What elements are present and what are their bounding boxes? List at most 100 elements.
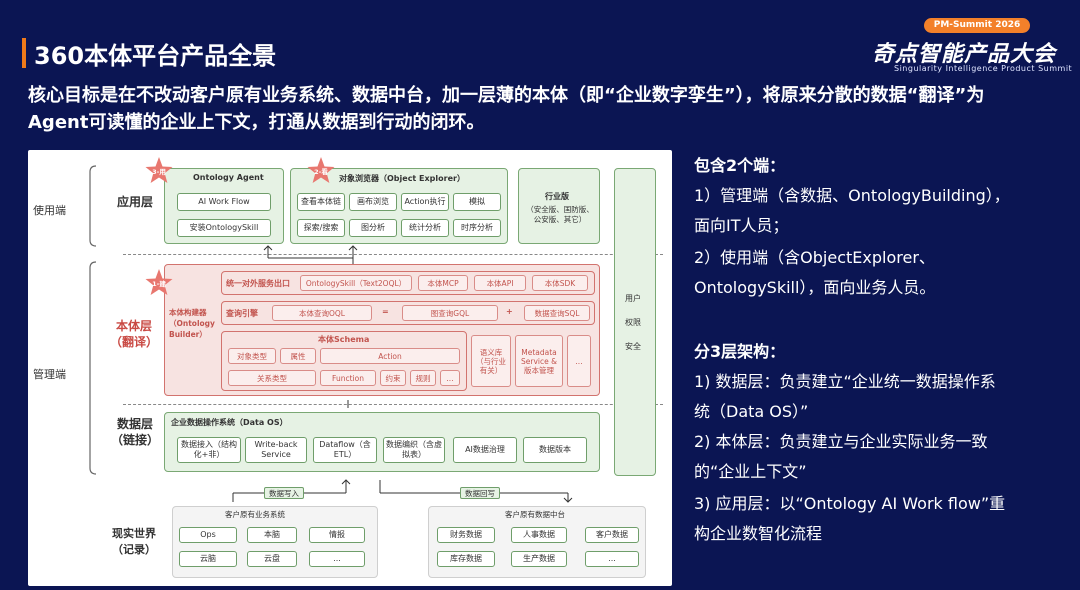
- query-operator: +: [506, 307, 513, 316]
- schema-item: Action: [320, 348, 460, 364]
- arch-line: 构企业数智化流程: [694, 524, 823, 543]
- explorer-item: 图分析: [349, 219, 397, 237]
- event-badge: PM-Summit 2026: [924, 18, 1030, 33]
- dc-item: 生产数据: [511, 551, 567, 567]
- data-center-box: 客户原有数据中台 财务数据 人事数据 客户数据 库存数据 生产数据 ...: [428, 506, 646, 578]
- star-label: 3-用: [152, 168, 166, 176]
- explorer-item: 画布浏览: [349, 193, 397, 211]
- data-layer-label: 数据层 （链接）: [110, 416, 160, 448]
- page-title: 360本体平台产品全景: [34, 42, 277, 70]
- query-engine-box: 查询引擎 本体查询OQL = 图查询GQL + 数据查询SQL: [221, 301, 595, 325]
- data-os-item: 数据编织（含虚拟表）: [383, 437, 445, 463]
- ontology-layer-box: 本体构建器（Ontology Builder） 统一对外服务出口 Ontolog…: [164, 264, 600, 396]
- query-operator: =: [382, 307, 389, 316]
- biz-item: 云盘: [247, 551, 297, 567]
- star-badge-use: 3-用: [144, 156, 174, 186]
- dc-item: 人事数据: [511, 527, 567, 543]
- dc-item: 库存数据: [437, 551, 495, 567]
- side-label-admin: 管理端: [33, 368, 66, 381]
- ends-line: 1）管理端（含数据、OntologyBuilding），: [694, 186, 1010, 205]
- agent-item: 安装OntologySkill: [177, 219, 271, 237]
- schema-box: 本体Schema 对象类型 属性 Action 关系类型 Function 约束…: [221, 331, 467, 391]
- ontology-layer-sub: （翻译）: [109, 335, 158, 349]
- dc-title: 客户原有数据中台: [505, 510, 565, 519]
- schema-item: 属性: [280, 348, 316, 364]
- real-world-sub: （记录）: [112, 543, 156, 556]
- explorer-item: 模拟: [453, 193, 501, 211]
- explorer-title: 对象浏览器（Object Explorer）: [339, 174, 465, 183]
- ends-line: OntologySkill），面向业务人员。: [694, 278, 936, 297]
- explorer-item: Action执行: [401, 193, 449, 211]
- unified-service-box: 统一对外服务出口 OntologySkill（Text2OQL） 本体MCP 本…: [221, 271, 595, 295]
- real-world-label: 现实世界 （记录）: [104, 526, 164, 558]
- star-label: 2-看: [314, 168, 328, 176]
- intro-paragraph: 核心目标是在不改动客户原有业务系统、数据中台，加一层薄的本体（即“企业数字孪生”…: [28, 85, 985, 133]
- data-os-item: Write-back Service: [245, 437, 307, 463]
- ontology-agent-box: Ontology Agent AI Work Flow 安装OntologySk…: [164, 168, 284, 244]
- biz-item: ...: [309, 551, 365, 567]
- schema-item: Function: [320, 370, 376, 386]
- schema-title: 本体Schema: [318, 335, 370, 344]
- arch-line: 2) 本体层：负责建立与企业实际业务一致: [694, 432, 988, 451]
- summit-logo: 奇点智能产品大会: [872, 42, 1057, 67]
- side-panel-item: 权限: [625, 318, 641, 327]
- arch-line: 统（Data OS）”: [694, 402, 809, 421]
- biz-item: 情报: [309, 527, 365, 543]
- unified-item: 本体API: [474, 275, 526, 291]
- ontology-ellipsis-box: ...: [567, 335, 591, 387]
- side-panel-item: 用户: [625, 294, 641, 303]
- dc-item: 财务数据: [437, 527, 495, 543]
- data-layer-name: 数据层: [116, 417, 153, 431]
- schema-item: 规则: [410, 370, 436, 386]
- explorer-item: 统计分析: [401, 219, 449, 237]
- biz-item: Ops: [179, 527, 237, 543]
- explorer-item: 查看本体链: [297, 193, 345, 211]
- data-os-item: Dataflow（含ETL）: [313, 437, 377, 463]
- query-item: 数据查询SQL: [524, 305, 590, 321]
- query-title: 查询引擎: [226, 309, 258, 318]
- data-writeback-label: 数据回写: [460, 487, 500, 499]
- dc-item: ...: [585, 551, 639, 567]
- arch-line: 1) 数据层：负责建立“企业统一数据操作系: [694, 372, 996, 391]
- business-systems-box: 客户原有业务系统 Ops 本脑 情报 云脑 云盘 ...: [172, 506, 378, 578]
- explorer-item: 探索/搜索: [297, 219, 345, 237]
- ontology-layer-name: 本体层: [115, 319, 152, 333]
- data-write-label: 数据写入: [264, 487, 304, 499]
- industry-edition-box: 行业版 （安全版、国防版、公安版、其它）: [518, 168, 600, 244]
- star-badge-view: 2-看: [306, 156, 336, 186]
- title-accent-bar: [22, 38, 26, 68]
- unified-item: OntologySkill（Text2OQL）: [300, 275, 412, 291]
- metadata-service-box: Metadata Service & 版本管理: [515, 335, 563, 387]
- agent-item: AI Work Flow: [177, 193, 271, 211]
- app-layer-label: 应用层: [116, 195, 153, 209]
- data-layer-sub: （链接）: [110, 433, 159, 447]
- schema-item: 关系类型: [228, 370, 316, 386]
- star-badge-build: 1-建: [144, 268, 174, 298]
- unified-item: 本体MCP: [418, 275, 468, 291]
- side-panel-item: 安全: [625, 342, 641, 351]
- industry-desc: （安全版、国防版、公安版、其它）: [526, 205, 594, 224]
- dc-item: 客户数据: [585, 527, 639, 543]
- unified-title: 统一对外服务出口: [226, 279, 290, 288]
- query-item: 图查询GQL: [402, 305, 498, 321]
- data-os-item: AI数据治理: [453, 437, 517, 463]
- arch-title: 分3层架构：: [694, 342, 786, 361]
- industry-title: 行业版: [545, 192, 569, 201]
- schema-item: 对象类型: [228, 348, 276, 364]
- unified-item: 本体SDK: [532, 275, 588, 291]
- arch-line: 的“企业上下文”: [694, 462, 807, 481]
- semantic-library-box: 语义库（与行业有关）: [471, 335, 511, 387]
- side-label-user: 使用端: [33, 204, 66, 217]
- agent-title: Ontology Agent: [193, 173, 264, 182]
- ontology-builder-label: 本体构建器（Ontology Builder）: [169, 308, 215, 339]
- explorer-item: 时序分析: [453, 219, 501, 237]
- star-label: 1-建: [152, 280, 166, 288]
- schema-item: 约束: [380, 370, 406, 386]
- ontology-layer-label: 本体层 （翻译）: [104, 318, 164, 350]
- user-permission-security-box: 用户 权限 安全: [614, 168, 656, 476]
- schema-item: ...: [440, 370, 460, 386]
- data-os-box: 企业数据操作系统（Data OS） 数据接入（结构化+非） Write-back…: [164, 412, 600, 472]
- summit-logo-subtitle: Singularity Intelligence Product Summit: [894, 64, 1073, 73]
- ends-title: 包含2个端：: [694, 156, 786, 175]
- divider-line: [123, 404, 663, 405]
